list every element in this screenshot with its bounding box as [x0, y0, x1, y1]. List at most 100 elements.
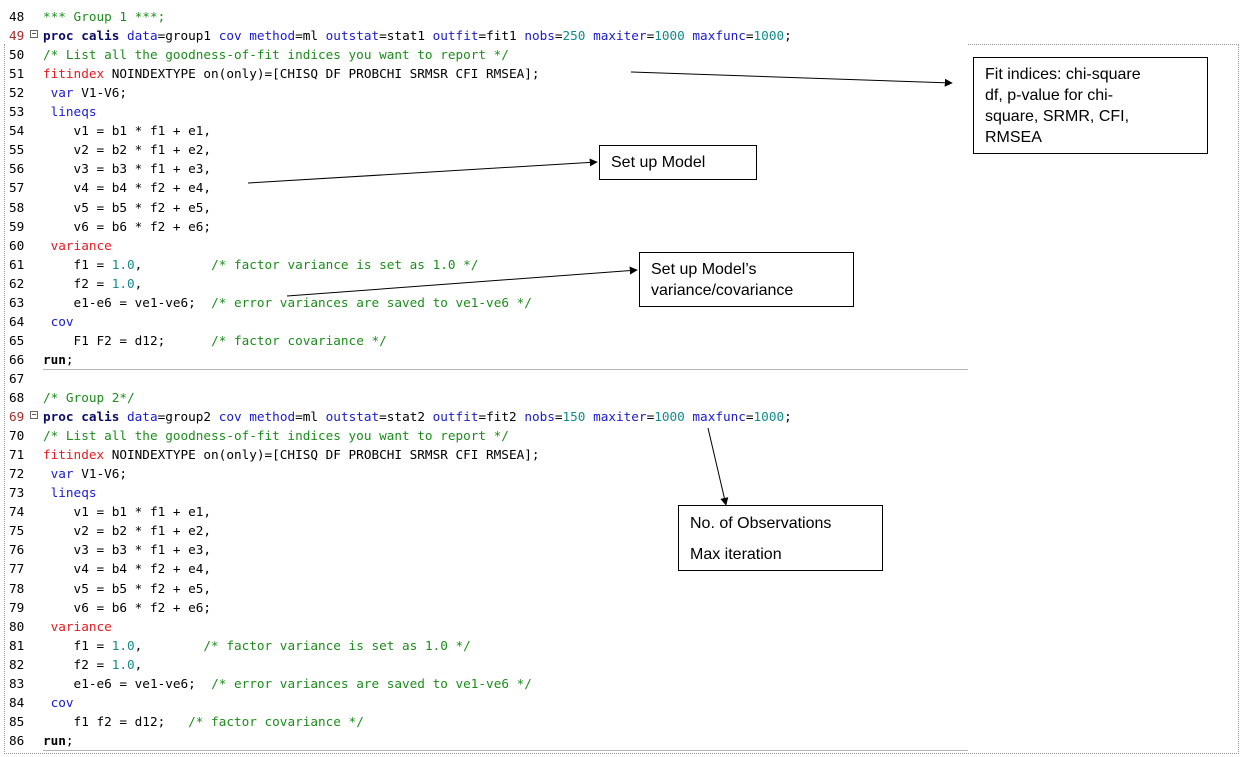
code-line[interactable]: 53 lineqs [0, 102, 970, 121]
code-line[interactable]: 48*** Group 1 ***; [0, 7, 970, 26]
code-token: =group2 [157, 409, 219, 425]
code-text: lineqs [43, 102, 97, 121]
collapse-icon[interactable]: − [30, 410, 38, 420]
code-text: v3 = b3 * f1 + e3, [43, 159, 212, 178]
code-line[interactable]: 58 v5 = b5 * f2 + e5, [0, 198, 970, 217]
code-token: 1000 [654, 28, 685, 44]
code-token: *** Group 1 ***; [43, 9, 166, 24]
line-number: 56 [9, 161, 25, 177]
code-line[interactable]: 60 variance [0, 236, 970, 255]
code-text: /* List all the goodness-of-fit indices … [43, 45, 509, 64]
code-line[interactable]: 55 v2 = b2 * f1 + e2, [0, 140, 970, 159]
collapse-icon[interactable]: − [30, 29, 38, 39]
step-separator [43, 368, 968, 370]
code-token: nobs [524, 409, 555, 425]
code-token: NOINDEXTYPE on(only)=[CHISQ DF PROBCHI S… [104, 447, 540, 463]
code-line[interactable]: 82 f2 = 1.0, [0, 655, 970, 674]
code-line[interactable]: 59 v6 = b6 * f2 + e6; [0, 217, 970, 236]
code-token: =ml [295, 28, 326, 44]
code-line[interactable]: 57 v4 = b4 * f2 + e4, [0, 178, 970, 197]
code-line[interactable]: 72 var V1-V6; [0, 464, 970, 483]
code-line[interactable]: 84 cov [0, 693, 970, 712]
code-line[interactable]: 62 f2 = 1.0, [0, 274, 970, 293]
code-token: = [554, 28, 563, 44]
code-token: 1.0 [111, 656, 135, 672]
code-token: /* factor covariance */ [211, 332, 387, 348]
code-token: v6 = b6 * f2 + e6; [43, 218, 212, 234]
code-text: f2 = 1.0, [43, 274, 143, 293]
line-number: 52 [9, 85, 25, 101]
code-text: cov [43, 693, 74, 712]
code-text: /* Group 2*/ [43, 388, 135, 407]
code-token: method [249, 28, 296, 44]
code-token: v4 = b4 * f2 + e4, [43, 180, 212, 196]
code-line[interactable]: 52 var V1-V6; [0, 83, 970, 102]
line-number: 55 [9, 142, 25, 158]
code-token: , [134, 637, 204, 653]
code-token: =ml [295, 409, 326, 425]
code-line[interactable]: 65 F1 F2 = d12; /* factor covariance */ [0, 331, 970, 350]
code-token: f1 = [43, 637, 112, 653]
code-token: outfit [432, 28, 479, 44]
code-line[interactable]: 56 v3 = b3 * f1 + e3, [0, 159, 970, 178]
code-token: v5 = b5 * f2 + e5, [43, 199, 212, 215]
code-token: nobs [524, 28, 555, 44]
code-token: /* factor variance is set as 1.0 */ [203, 637, 471, 653]
code-line[interactable]: 49−proc calis data=group1 cov method=ml … [0, 26, 970, 45]
code-line[interactable]: 68/* Group 2*/ [0, 388, 970, 407]
code-line[interactable]: 50 /* List all the goodness-of-fit indice… [0, 45, 970, 64]
line-number: 67 [9, 370, 25, 386]
code-line[interactable]: 76 v3 = b3 * f1 + e3, [0, 540, 970, 559]
code-line[interactable]: 75 v2 = b2 * f1 + e2, [0, 521, 970, 540]
line-number: 83 [9, 675, 25, 691]
code-token: data [127, 28, 158, 44]
code-token: = [646, 409, 655, 425]
code-token: v1 = b1 * f1 + e1, [43, 123, 212, 139]
code-token: 1000 [654, 409, 685, 425]
code-token: 1000 [753, 28, 785, 44]
code-token: /* error variances are saved to ve1-ve6 … [211, 294, 532, 310]
code-line[interactable]: 81 f1 = 1.0, /* factor variance is set a… [0, 636, 970, 655]
code-line[interactable]: 77 v4 = b4 * f2 + e4, [0, 559, 970, 578]
code-token: 250 [562, 28, 586, 44]
callout-observations-line: Max iteration [690, 546, 782, 563]
code-line[interactable]: 74 v1 = b1 * f1 + e1, [0, 502, 970, 521]
code-token: /* factor covariance */ [188, 713, 364, 729]
code-line[interactable]: 61 f1 = 1.0, /* factor variance is set a… [0, 255, 970, 274]
code-line[interactable]: 67 [0, 369, 970, 388]
code-token: maxiter [593, 409, 647, 425]
code-text: v4 = b4 * f2 + e4, [43, 178, 212, 197]
code-token: variance [50, 237, 112, 253]
code-line[interactable]: 63 e1-e6 = ve1-ve6; /* error variances a… [0, 293, 970, 312]
code-token: NOINDEXTYPE on(only)=[CHISQ DF PROBCHI S… [104, 66, 540, 82]
code-token: f2 = [43, 275, 112, 291]
callout-variance: Set up Model’s variance/covariance [639, 252, 854, 307]
line-number: 82 [9, 656, 25, 672]
code-line[interactable]: 64 cov [0, 312, 970, 331]
code-line[interactable]: 80 variance [0, 617, 970, 636]
code-token: V1-V6; [73, 466, 128, 482]
code-line[interactable]: 78 v5 = b5 * f2 + e5, [0, 579, 970, 598]
code-line[interactable]: 69−proc calis data=group2 cov method=ml … [0, 407, 970, 426]
code-text: F1 F2 = d12; /* factor covariance */ [43, 331, 387, 350]
line-number: 60 [9, 237, 25, 253]
code-line[interactable]: 70/* List all the goodness-of-fit indice… [0, 426, 970, 445]
code-token: f1 f2 = d12; [43, 713, 189, 729]
code-line[interactable]: 79 v6 = b6 * f2 + e6; [0, 598, 970, 617]
code-line[interactable]: 85 f1 f2 = d12; /* factor covariance */ [0, 712, 970, 731]
line-number: 66 [9, 351, 25, 367]
code-line[interactable]: 54 v1 = b1 * f1 + e1, [0, 121, 970, 140]
code-token: cov [218, 28, 242, 44]
line-number: 80 [9, 618, 25, 634]
line-number: 50 [9, 47, 25, 63]
line-number: 75 [9, 523, 25, 539]
code-line[interactable]: 73 lineqs [0, 483, 970, 502]
code-line[interactable]: 83 e1-e6 = ve1-ve6; /* error variances a… [0, 674, 970, 693]
code-text: e1-e6 = ve1-ve6; /* error variances are … [43, 674, 532, 693]
line-number: 81 [9, 637, 25, 653]
